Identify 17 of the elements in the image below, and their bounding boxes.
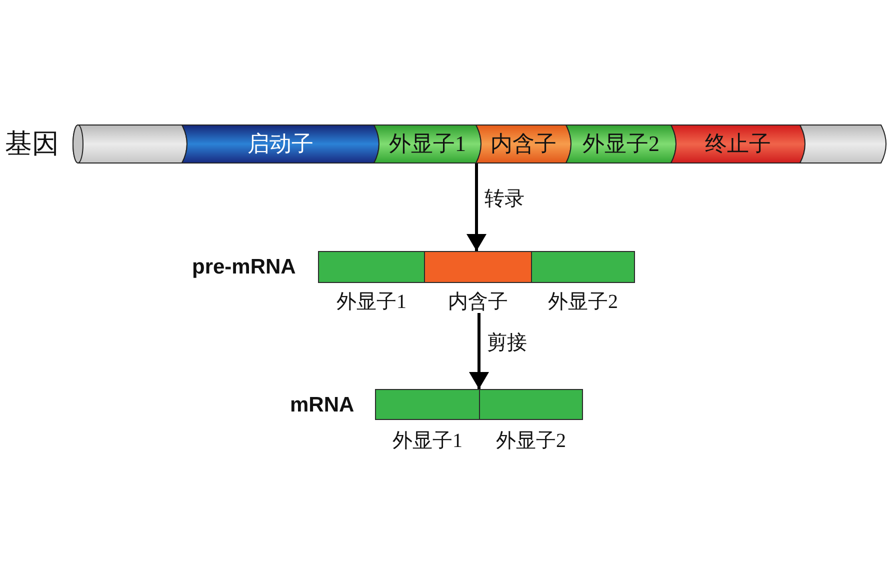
segment-label: 外显子1 xyxy=(392,431,462,451)
segment-label: 外显子2 xyxy=(496,431,566,451)
row-label: pre-mRNA xyxy=(192,256,296,278)
segment-label: 外显子2 xyxy=(548,292,618,312)
edge-label: 剪接 xyxy=(487,333,527,353)
arrow xyxy=(469,313,489,389)
segment-label: 外显子1 xyxy=(336,292,406,312)
region-label: 外显子2 xyxy=(582,133,660,155)
region-label: 终止子 xyxy=(705,133,771,155)
arrow xyxy=(466,163,486,251)
segment-label: 内含子 xyxy=(448,292,508,312)
row-label: mRNA xyxy=(290,394,354,415)
region-label: 启动子 xyxy=(248,133,314,155)
region-label: 内含子 xyxy=(490,133,556,155)
edge-label: 转录 xyxy=(484,189,524,209)
row-label: 基因 xyxy=(5,130,59,158)
region-label: 外显子1 xyxy=(389,133,466,155)
